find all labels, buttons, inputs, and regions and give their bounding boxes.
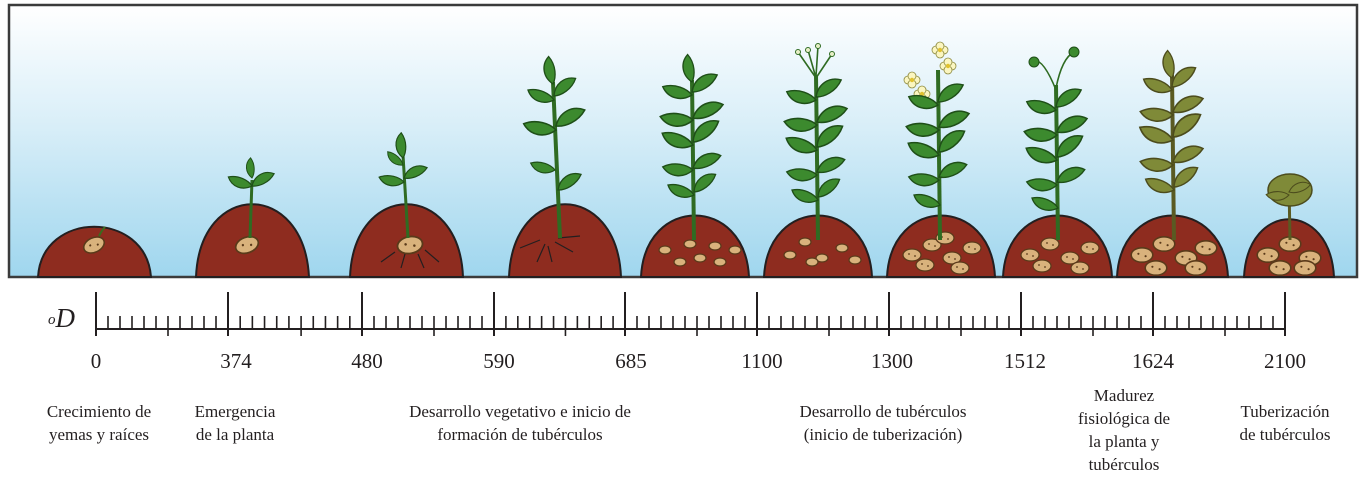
plant-stage-flowering <box>902 41 982 275</box>
plant-stage-vegetative <box>519 55 589 263</box>
plant-stage-flower-buds <box>782 43 862 267</box>
stage-label-tuberization: Tuberización de tubérculos <box>1239 402 1331 444</box>
plant-stage-dead-foliage <box>1256 173 1322 276</box>
unit-label: oD <box>48 303 75 333</box>
scale-value-590: 590 <box>483 349 515 373</box>
scale-value-685: 685 <box>615 349 647 373</box>
scale-value-2100: 2100 <box>1264 349 1306 373</box>
scale-value-0: 0 <box>90 349 102 373</box>
plant-stage-berries <box>1020 46 1100 275</box>
scale-value-374: 374 <box>220 349 252 373</box>
minor-ticks <box>107 316 1274 336</box>
scale-value-1624: 1624 <box>1132 349 1174 373</box>
scale-value-1512: 1512 <box>1004 349 1046 373</box>
soil-mound-6 <box>762 214 874 278</box>
plant-stage-young-plant <box>377 131 440 269</box>
stage-label-emergence: Emergencia de la planta <box>194 402 276 444</box>
soil-mound-4 <box>507 203 623 278</box>
stage-label-sprouting: Crecimiento de yemas y raíces <box>46 402 152 444</box>
stage-label-vegetative: Desarrollo vegetativo e inicio de formac… <box>409 402 631 444</box>
plant-stage-seed-tuber <box>80 226 108 257</box>
stage-label-maturity: Madurez fisiológica de la planta y tubér… <box>1077 386 1171 474</box>
major-ticks <box>95 292 1286 336</box>
stage-label-tuber-bulking: Desarrollo de tubérculos (inicio de tube… <box>799 402 967 444</box>
plant-stage-emergence <box>225 157 277 258</box>
scale-value-480: 480 <box>351 349 383 373</box>
scale-value-1300: 1300 <box>871 349 913 373</box>
plant-stage-tuber-initiation <box>658 53 742 267</box>
plant-stage-senescence <box>1130 49 1218 276</box>
scale-value-1100: 1100 <box>741 349 783 373</box>
degree-days-axis <box>95 292 1286 336</box>
